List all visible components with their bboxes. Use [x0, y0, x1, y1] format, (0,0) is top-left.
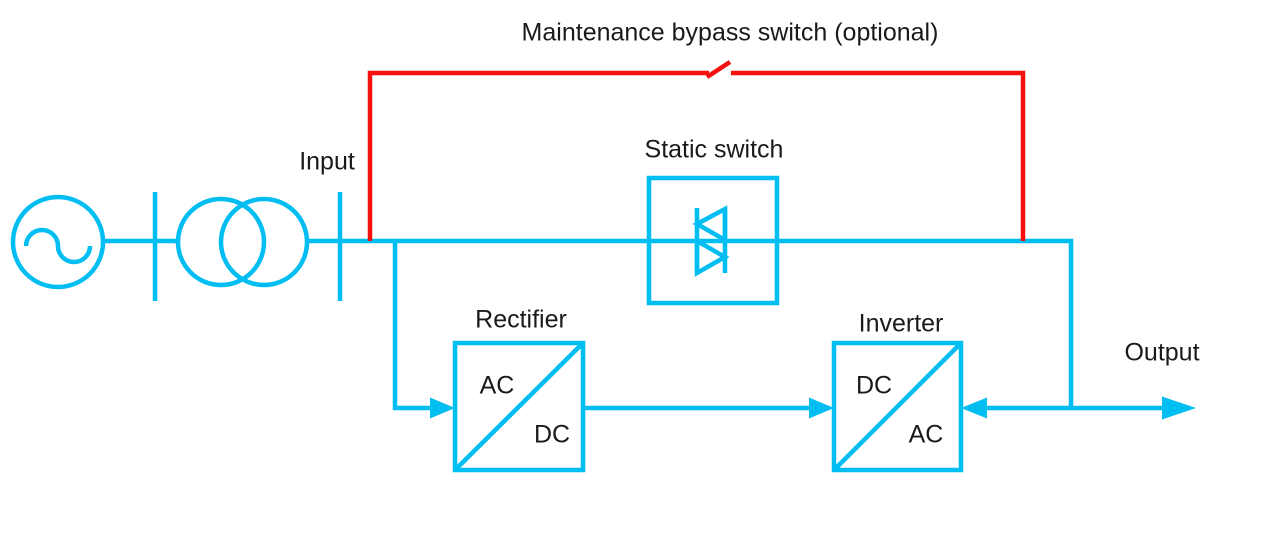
inverter-diagonal [832, 341, 963, 472]
inverter-output-arrow-icon [961, 397, 987, 419]
bypass-switch-blade-icon [705, 60, 732, 79]
static-switch-box [646, 175, 780, 306]
rectifier-diagonal [453, 341, 585, 472]
inverter-box [831, 340, 964, 473]
static-switch-symbol [646, 175, 780, 306]
ac-source-icon [10, 194, 106, 290]
output-label: Output [1124, 338, 1200, 367]
input-label: Input [299, 147, 355, 176]
rectifier-branch-line [392, 241, 433, 411]
output-arrow-icon [1162, 396, 1196, 420]
ac-source-circle [10, 194, 106, 290]
inverter-input-side-label: DC [855, 371, 893, 400]
inverter-label: Inverter [858, 309, 944, 338]
sine-wave-icon [23, 227, 93, 265]
main-power-line [102, 238, 1074, 408]
transformer-primary-circle [175, 196, 267, 288]
bypass-line-right [731, 70, 1026, 241]
rectifier-input-side-label: AC [479, 371, 515, 400]
thyristor-upper-icon [692, 205, 728, 244]
transformer-icon [175, 196, 310, 288]
bypass-switch-label: Maintenance bypass switch (optional) [521, 18, 939, 47]
bypass-line-left [367, 70, 709, 241]
inverter-input-arrow-icon [809, 397, 834, 419]
rectifier-label: Rectifier [475, 305, 567, 334]
inverter-output-side-label: AC [908, 420, 944, 449]
rectifier-input-arrow-icon [430, 397, 455, 419]
rectifier-output-side-label: DC [533, 420, 571, 449]
transformer-secondary-circle [218, 196, 310, 288]
inverter-symbol [831, 340, 964, 473]
bypass-path [367, 60, 1026, 241]
static-switch-label: Static switch [644, 135, 784, 164]
rectifier-symbol [452, 340, 586, 473]
thyristor-lower-icon [694, 237, 730, 277]
